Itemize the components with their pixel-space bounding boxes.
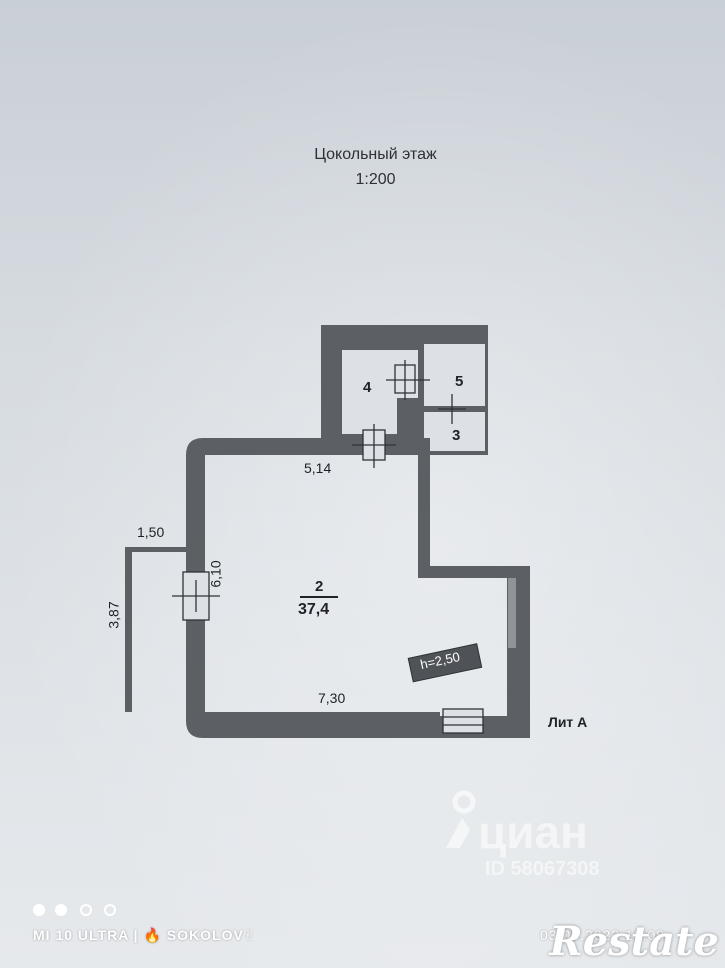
photo-timestamp: 03.05.2022 10:08 xyxy=(540,927,665,943)
room-3-interior xyxy=(424,412,485,451)
ceiling-height-tag xyxy=(407,643,483,683)
top-wall-dimension: 5,14 xyxy=(304,460,332,476)
camera-dot-1 xyxy=(33,904,45,916)
openings xyxy=(172,360,484,734)
east-wall-ledge xyxy=(418,566,530,578)
cian-id-text: ID 58067308 xyxy=(485,858,600,880)
camera-dot-2 xyxy=(55,904,67,916)
left-ledge-dimension: 1,50 xyxy=(137,524,165,540)
outer-height-dimension: 3,87 xyxy=(105,601,122,629)
ledge-horizontal xyxy=(125,547,187,552)
cian-brand-text: циан xyxy=(478,806,588,858)
room-3-number: 3 xyxy=(452,427,461,444)
east-wall-segment xyxy=(418,438,430,568)
room-5-interior xyxy=(424,344,485,406)
main-room-walls xyxy=(186,438,530,738)
lit-label: Лит А xyxy=(548,714,588,730)
floor-plan-scale: 1:200 xyxy=(355,171,396,188)
room-5-number: 5 xyxy=(455,373,464,390)
external-ledge xyxy=(125,547,187,712)
cian-logo-icon xyxy=(446,790,476,848)
restate-brand-logo: Restate xyxy=(549,918,719,965)
window-south xyxy=(442,708,484,734)
room-4-interior xyxy=(342,350,397,434)
ledge-vertical xyxy=(125,547,132,712)
main-room-number: 2 xyxy=(315,578,324,595)
main-room-divider xyxy=(300,596,338,598)
left-height-dimension: 6,10 xyxy=(207,560,224,588)
camera-model-label: MI 10 ULTRA | 🔥 SOKOLOV✌ xyxy=(33,927,257,943)
main-room-wall-outline xyxy=(186,438,530,738)
camera-dot-3 xyxy=(80,904,92,916)
floor-plan-title: Цокольный этаж xyxy=(314,146,437,163)
room-4-number: 4 xyxy=(363,379,372,396)
utility-block xyxy=(321,325,488,455)
camera-dot-4 xyxy=(104,904,116,916)
bottom-wall-dimension: 7,30 xyxy=(318,690,346,706)
main-room-area: 37,4 xyxy=(298,601,330,618)
camera-overlay: MI 10 ULTRA | 🔥 SOKOLOV✌ 03.05.2022 10:0… xyxy=(0,890,725,968)
inner-wall-strip xyxy=(508,578,516,648)
